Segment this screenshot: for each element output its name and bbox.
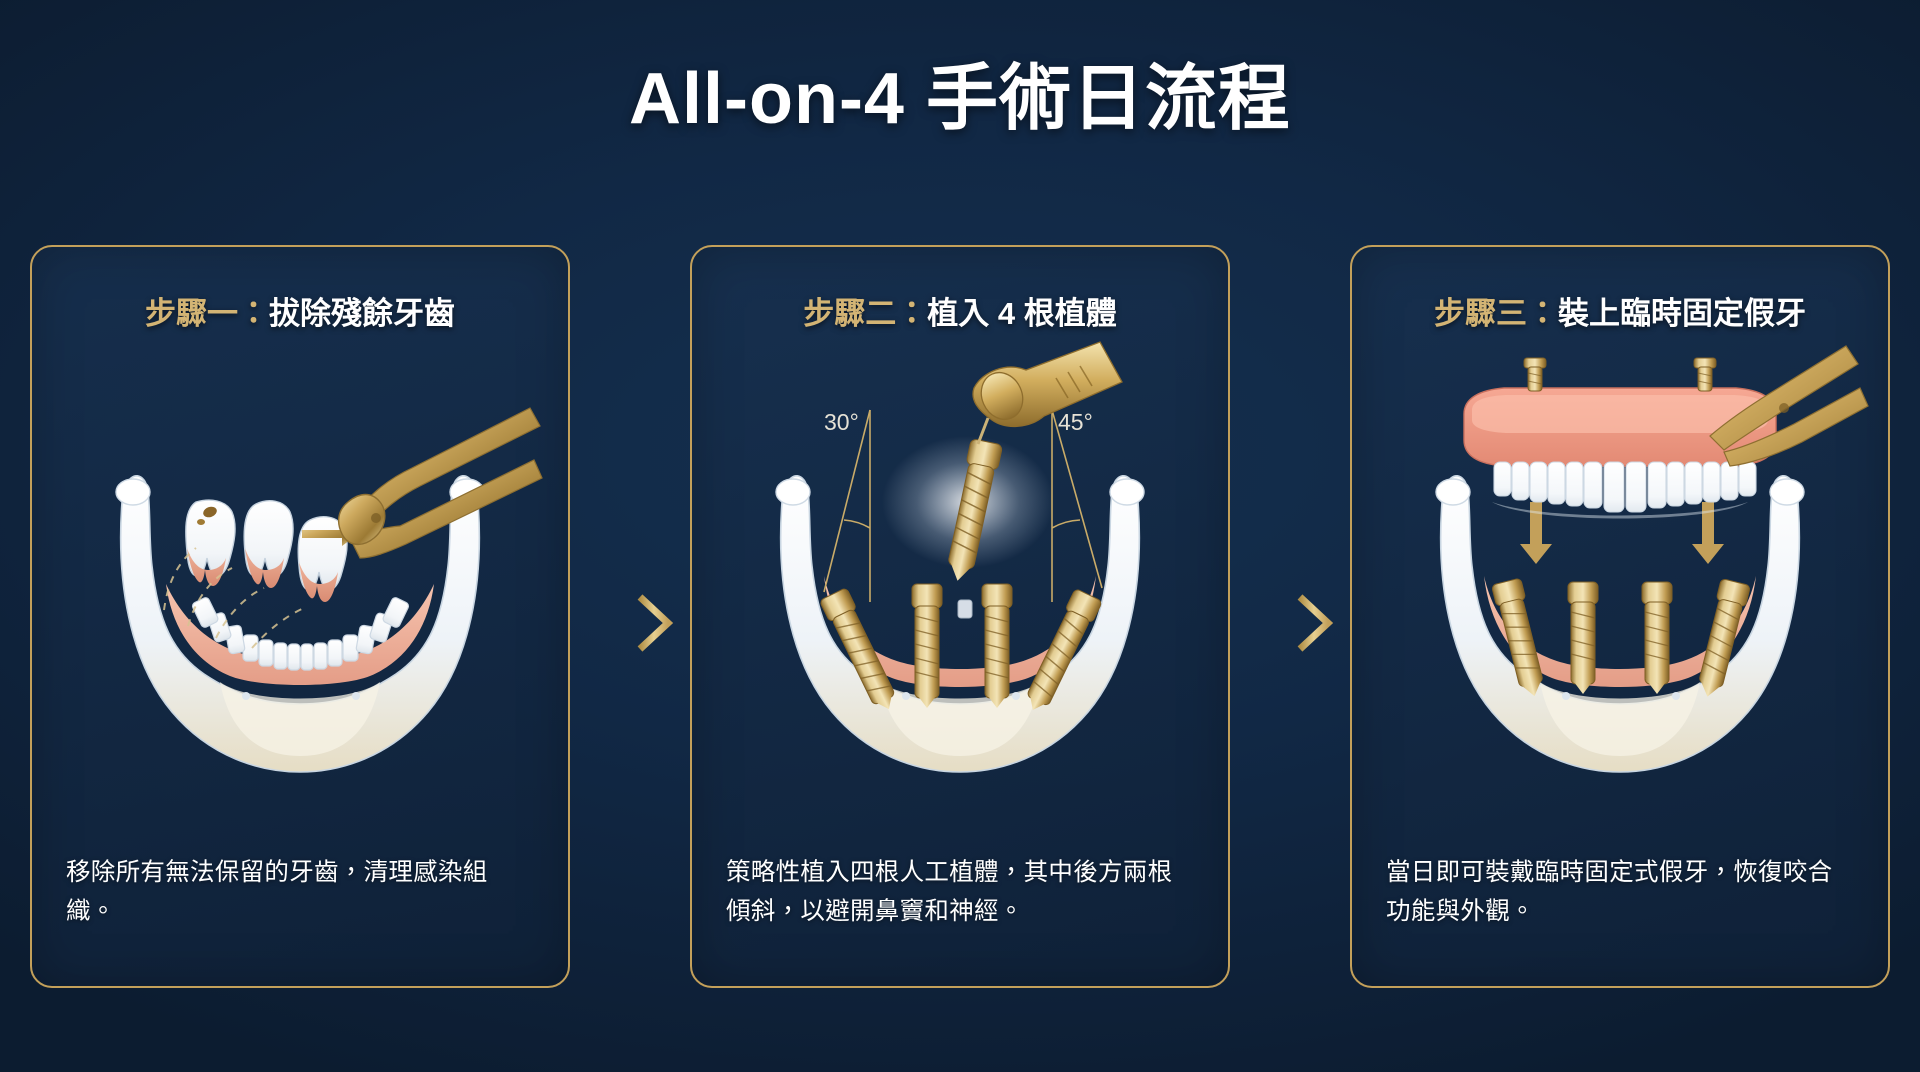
- page-title: All-on-4 手術日流程: [629, 59, 1291, 139]
- step-1-label-number: 步驟一：: [145, 296, 269, 331]
- step-2-title: 步驟二：植入 4 根植體: [803, 295, 1116, 334]
- page-title-container: All-on-4 手術日流程: [0, 58, 1920, 141]
- abutment-piece: [957, 599, 973, 619]
- surgical-handpiece-icon: [972, 340, 1123, 445]
- step-3-illustration: [1380, 344, 1869, 782]
- step-3-caption: 當日即可裝戴臨時固定式假牙，恢復咬合功能與外觀。: [1386, 858, 1833, 926]
- seated-implants: [1491, 578, 1750, 697]
- arrow-step1-to-step2: [570, 245, 690, 1000]
- seating-arrows: [1520, 501, 1724, 564]
- prosthetic-screw-left: [1523, 357, 1547, 392]
- step-1-label-text: 拔除殘餘牙齒: [269, 296, 455, 331]
- step-3-label-text: 裝上臨時固定假牙: [1558, 296, 1806, 331]
- step-1-title: 步驟一：拔除殘餘牙齒: [145, 295, 455, 334]
- extraction-path-arrows: [163, 546, 305, 649]
- dental-tweezers-icon: [1709, 344, 1869, 467]
- extracted-tooth-decayed: [185, 499, 236, 586]
- angle-guide-right: [1051, 409, 1103, 602]
- extraction-illustration-svg: [115, 406, 543, 773]
- step-card-1[interactable]: 步驟一：拔除殘餘牙齒: [30, 245, 570, 988]
- angle-guide-left: [823, 409, 871, 602]
- step-1-illustration: [60, 352, 543, 782]
- angle-label-right: 45°: [1058, 409, 1093, 435]
- mandible-bone: [1435, 474, 1805, 773]
- implant-being-placed: [948, 438, 1003, 581]
- step-card-2[interactable]: 步驟二：植入 4 根植體: [690, 245, 1230, 988]
- step-2-caption: 策略性植入四根人工植體，其中後方兩根傾斜，以避開鼻竇和神經。: [726, 858, 1173, 926]
- gum-tissue: [166, 583, 434, 685]
- implant-anterior-left: [911, 583, 943, 708]
- denture-illustration-svg: [1435, 344, 1869, 773]
- dental-forceps-icon: [337, 406, 543, 559]
- mandible-bone: [115, 474, 485, 773]
- step-3-label-number: 步驟三：: [1434, 296, 1558, 331]
- implant-posterior-right: [1027, 589, 1102, 710]
- step-2-illustration: 30° 45°: [720, 340, 1200, 782]
- step-2-label-number: 步驟二：: [803, 296, 928, 331]
- arrow-step2-to-step3: [1230, 245, 1350, 1000]
- extracted-tooth-held: [243, 499, 294, 588]
- step-3-title: 步驟三：裝上臨時固定假牙: [1434, 295, 1806, 334]
- temporary-fixed-denture: [1463, 387, 1777, 519]
- lower-teeth-arch: [191, 596, 410, 671]
- step-card-3[interactable]: 步驟三：裝上臨時固定假牙: [1350, 245, 1890, 988]
- implant-anterior-right: [981, 583, 1013, 708]
- arrow-right-icon: [1246, 593, 1334, 652]
- arrow-right-icon: [586, 593, 674, 652]
- prosthetic-screw-right: [1693, 357, 1717, 392]
- implant-illustration-svg: 30° 45°: [775, 340, 1145, 773]
- angle-label-left: 30°: [824, 409, 859, 435]
- step-2-label-text: 植入 4 根植體: [927, 296, 1117, 331]
- implant-posterior-left: [820, 588, 895, 709]
- step-1-caption: 移除所有無法保留的牙齒，清理感染組織。: [66, 858, 488, 926]
- steps-row: 步驟一：拔除殘餘牙齒: [0, 245, 1920, 1000]
